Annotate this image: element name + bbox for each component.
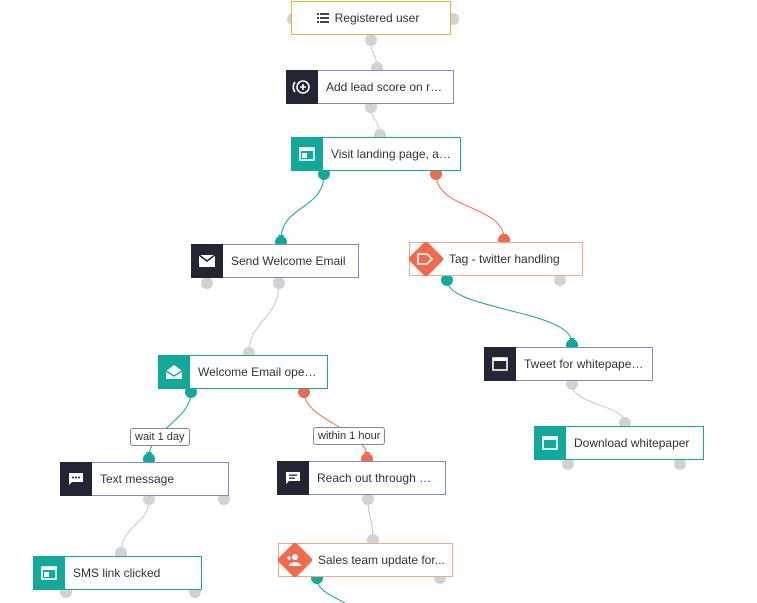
node-label: SMS link clicked: [73, 566, 161, 580]
action-node-send-welcome-email[interactable]: Send Welcome Email: [191, 244, 359, 278]
node-label: Reach out through mu...: [317, 471, 445, 485]
node-label: Tag - twitter handling: [449, 252, 560, 266]
delay-label-within-1-hour[interactable]: within 1 hour: [313, 427, 386, 445]
action-node-text-message[interactable]: Text message: [60, 462, 229, 496]
action-node-add-lead-score[interactable]: Add lead score on reg...: [286, 70, 454, 104]
window-icon: [484, 347, 516, 381]
connector-opened-no: [303, 391, 370, 458]
lead-score-icon: [286, 70, 318, 104]
trigger-node-registered-user[interactable]: Registered user: [291, 1, 451, 35]
window-icon: [534, 426, 566, 460]
action-node-tweet-whitepaper[interactable]: Tweet for whitepaper ...: [484, 347, 653, 381]
chat-bubble-icon: [277, 461, 309, 495]
list-icon: [316, 12, 329, 24]
envelope-icon: [191, 244, 223, 278]
node-label: Registered user: [334, 11, 420, 25]
connector-tag-yes: [446, 279, 575, 344]
landing-page-icon: [291, 137, 323, 171]
node-label: Welcome Email opened: [198, 365, 325, 379]
no-ports: [298, 168, 510, 465]
condition-node-welcome-email-opened[interactable]: Welcome Email opened: [158, 355, 328, 389]
condition-node-download-whitepaper[interactable]: Download whitepaper: [534, 426, 704, 460]
connector-opened-yes: [146, 391, 192, 458]
connector-landing-yes: [278, 173, 325, 241]
node-label: Tweet for whitepaper ...: [524, 357, 649, 371]
chat-bubble-icon: [60, 462, 92, 496]
connector-welcome-to-opened: [246, 282, 280, 354]
action-node-sales-team-update[interactable]: Sales team update for...: [278, 543, 453, 577]
node-label: Visit landing page, ap...: [331, 147, 456, 161]
connector-text-to-sms: [118, 498, 150, 554]
landing-page-icon: [33, 556, 65, 590]
node-label: Text message: [100, 472, 175, 486]
tag-icon: [409, 242, 441, 276]
open-envelope-icon: [158, 355, 190, 389]
condition-node-sms-link-clicked[interactable]: SMS link clicked: [33, 556, 202, 590]
node-label: Send Welcome Email: [231, 254, 346, 268]
action-node-tag-twitter[interactable]: Tag - twitter handling: [409, 242, 583, 276]
action-node-reach-out[interactable]: Reach out through mu...: [277, 461, 446, 495]
condition-node-visit-landing-page[interactable]: Visit landing page, ap...: [291, 137, 461, 171]
node-label: Download whitepaper: [574, 436, 690, 450]
node-label: Sales team update for...: [318, 553, 445, 567]
add-person-icon: [278, 543, 310, 577]
connector-reach-to-sales: [367, 498, 376, 541]
connector-landing-no: [435, 173, 507, 240]
delay-label-wait-1-day[interactable]: wait 1 day: [130, 428, 190, 446]
node-label: Add lead score on reg...: [326, 80, 453, 94]
connector-tweet-to-download: [571, 383, 628, 424]
